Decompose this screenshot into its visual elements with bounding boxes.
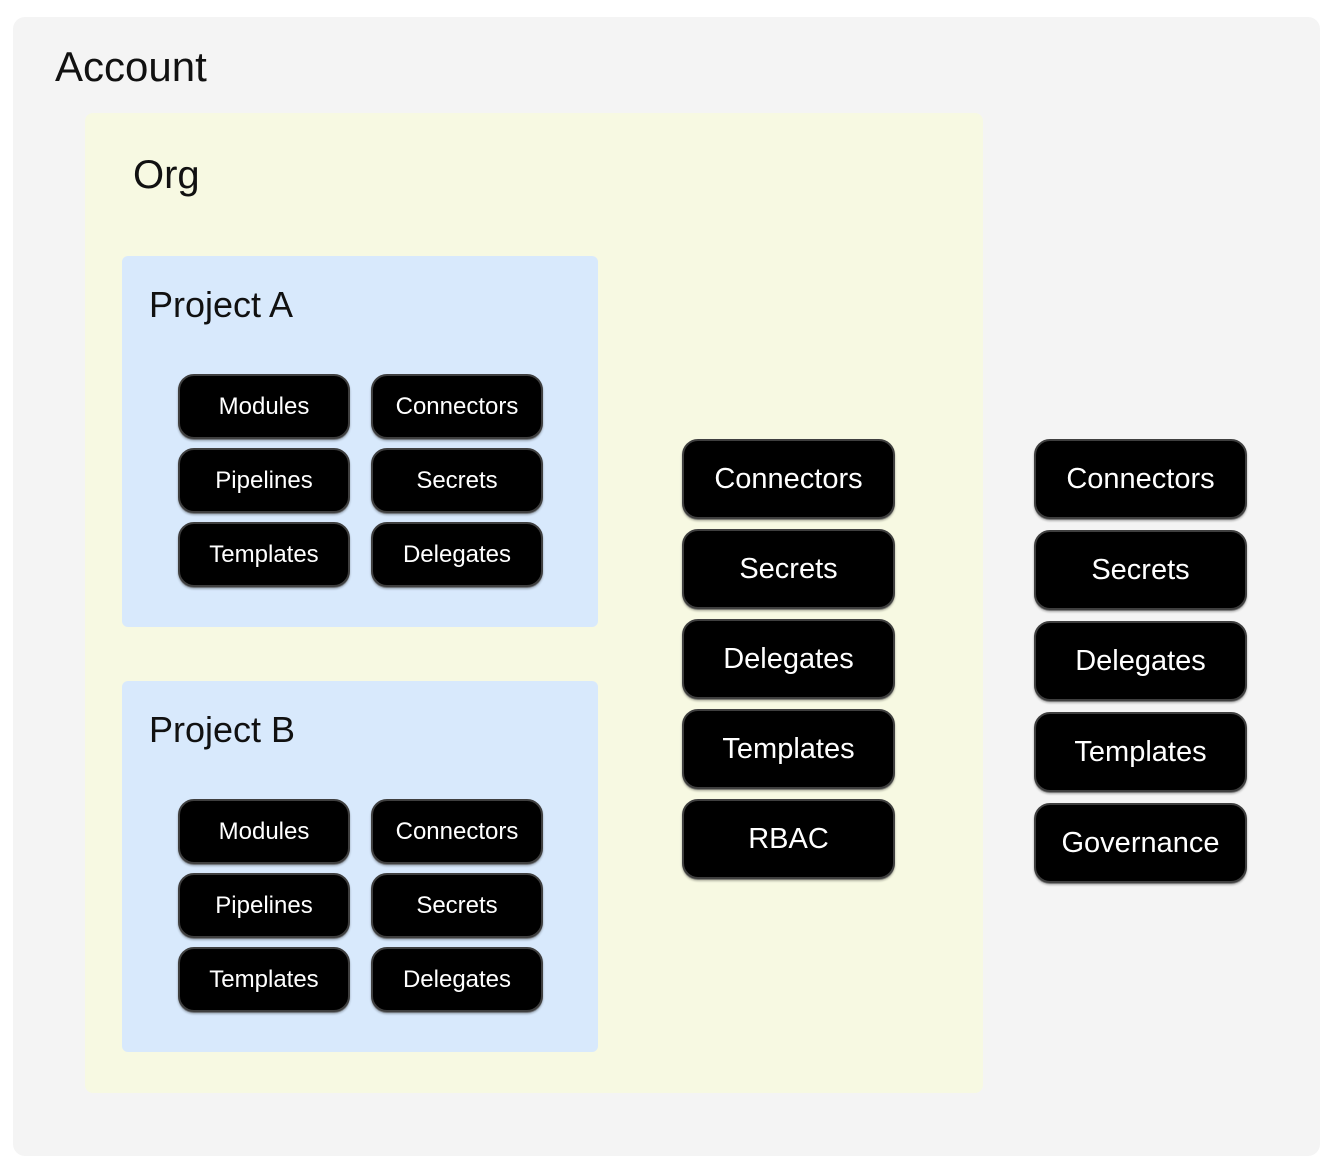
resource-pill-templates: Templates: [682, 709, 895, 789]
project-b-label: Project B: [149, 709, 296, 750]
resource-pill-templates: Templates: [178, 947, 350, 1012]
account-label: Account: [55, 43, 207, 90]
resource-pill-rbac: RBAC: [682, 799, 895, 879]
resource-pill-templates: Templates: [178, 522, 350, 587]
resource-pill-connectors: Connectors: [371, 799, 543, 864]
resource-pill-modules: Modules: [178, 374, 350, 439]
resource-pill-delegates: Delegates: [1034, 621, 1247, 701]
project-a-label: Project A: [149, 284, 294, 325]
resource-pill-connectors: Connectors: [682, 439, 895, 519]
resource-pill-secrets: Secrets: [1034, 530, 1247, 610]
resource-pill-pipelines: Pipelines: [178, 873, 350, 938]
resource-pill-modules: Modules: [178, 799, 350, 864]
resource-pill-delegates: Delegates: [682, 619, 895, 699]
resource-pill-templates: Templates: [1034, 712, 1247, 792]
resource-pill-delegates: Delegates: [371, 947, 543, 1012]
org-label: Org: [133, 153, 200, 197]
resource-pill-secrets: Secrets: [371, 448, 543, 513]
resource-pill-connectors: Connectors: [1034, 439, 1247, 519]
resource-pill-secrets: Secrets: [371, 873, 543, 938]
resource-pill-delegates: Delegates: [371, 522, 543, 587]
resource-pill-secrets: Secrets: [682, 529, 895, 609]
resource-pill-pipelines: Pipelines: [178, 448, 350, 513]
resource-pill-connectors: Connectors: [371, 374, 543, 439]
resource-pill-governance: Governance: [1034, 803, 1247, 883]
